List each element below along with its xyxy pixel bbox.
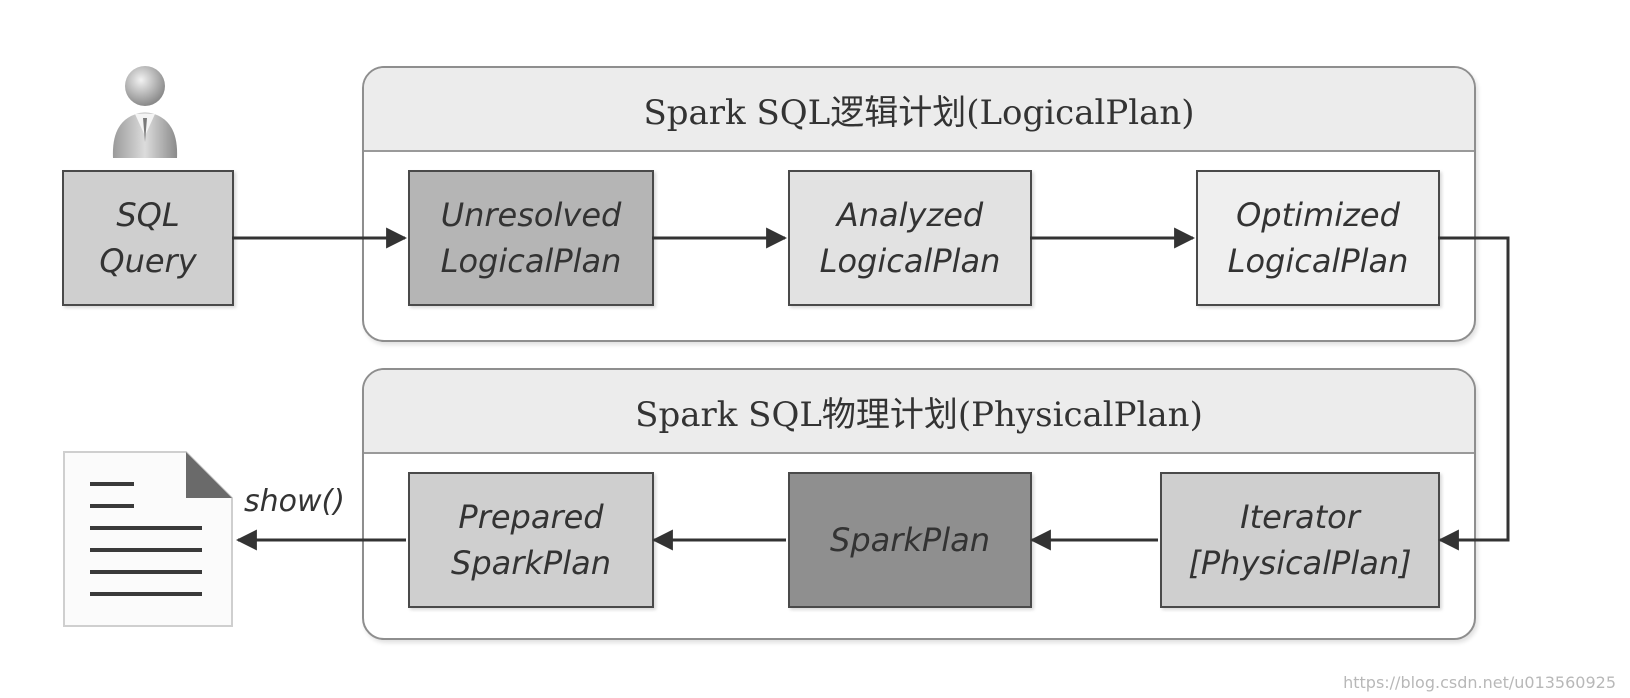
iterator-physicalplan-node: Iterator [PhysicalPlan] — [1160, 472, 1440, 608]
iterator-line-1: Iterator — [1240, 497, 1360, 536]
prepared-line-2: SparkPlan — [451, 544, 611, 582]
sql-query-line-1: SQL — [116, 195, 180, 234]
unresolved-line-2: LogicalPlan — [440, 242, 622, 280]
optimized-line-1: Optimized — [1236, 195, 1400, 234]
iterator-line-2: [PhysicalPlan] — [1188, 544, 1412, 582]
sparkplan-line-1: SparkPlan — [830, 520, 990, 559]
user-icon — [112, 66, 178, 158]
sql-query-line-2: Query — [99, 242, 197, 280]
prepared-line-1: Prepared — [458, 497, 604, 536]
show-edge-label: show() — [244, 484, 345, 519]
analyzed-logicalplan-node: Analyzed LogicalPlan — [788, 170, 1032, 306]
logical-plan-title: Spark SQL逻辑计划(LogicalPlan) — [364, 68, 1474, 152]
watermark: https://blog.csdn.net/u013560925 — [1343, 673, 1616, 692]
physical-plan-title: Spark SQL物理计划(PhysicalPlan) — [364, 370, 1474, 454]
analyzed-line-1: Analyzed — [836, 195, 984, 234]
document-icon — [63, 451, 233, 627]
sparkplan-node: SparkPlan — [788, 472, 1032, 608]
prepared-sparkplan-node: Prepared SparkPlan — [408, 472, 654, 608]
optimized-logicalplan-node: Optimized LogicalPlan — [1196, 170, 1440, 306]
unresolved-logicalplan-node: Unresolved LogicalPlan — [408, 170, 654, 306]
sql-query-node: SQL Query — [62, 170, 234, 306]
analyzed-line-2: LogicalPlan — [819, 242, 1001, 280]
optimized-line-2: LogicalPlan — [1227, 242, 1409, 280]
unresolved-line-1: Unresolved — [440, 195, 622, 234]
